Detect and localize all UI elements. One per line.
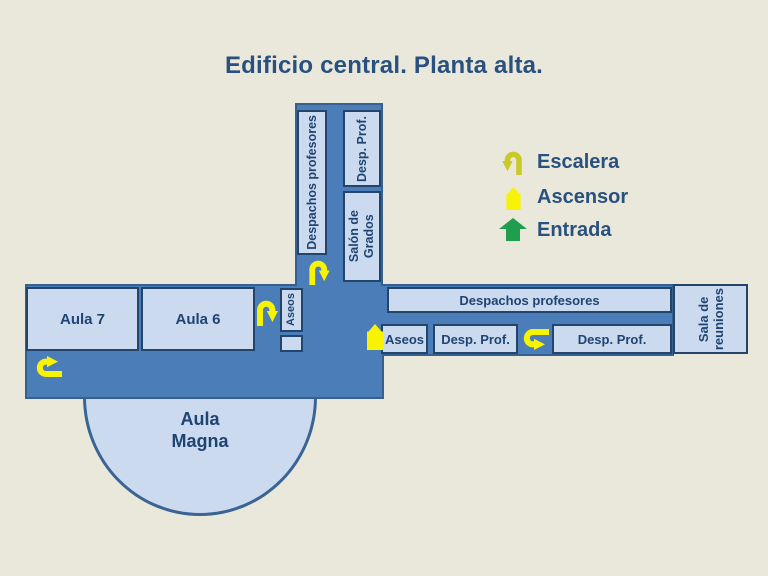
room-despachos-profesores-horizontal: Despachos profesores (387, 287, 672, 313)
room-label: Aseos (384, 331, 425, 347)
room-label-line: reuniones (710, 287, 726, 351)
room-aula-7: Aula 7 (26, 287, 139, 351)
room-label: Desp. Prof. (441, 331, 510, 347)
page-title: Edificio central. Planta alta. (224, 52, 544, 79)
room-label: Salón de Grados (347, 210, 377, 262)
room-despachos-profesores-vertical: Despachos profesores (297, 110, 327, 255)
stairs-arrow-icon (34, 356, 62, 378)
room-label: Aula (180, 409, 220, 429)
room-label-line: Grados (362, 214, 376, 259)
room-label: Aula 7 (59, 310, 105, 328)
room-label: Desp. Prof. (577, 331, 647, 347)
legend-label-escalera: Escalera (537, 151, 620, 173)
room-salon-de-grados: Salón de Grados (343, 191, 381, 282)
legend-label-entrada: Entrada (537, 219, 612, 241)
room-label: Aseos (285, 293, 297, 327)
room-sala-de-reuniones: Sala de reuniones (673, 284, 748, 354)
room-label-line: Salón de (347, 210, 361, 263)
room-label: Desp. Prof. (354, 115, 369, 182)
elevator-icon (367, 324, 383, 350)
room-desp-prof-2: Desp. Prof. (552, 324, 672, 354)
room-desp-prof-1: Desp. Prof. (433, 324, 518, 354)
room-aula-6: Aula 6 (141, 287, 255, 351)
room-desp-prof-vertical: Desp. Prof. (343, 110, 381, 187)
room-label: Magna (171, 431, 229, 451)
stairs-arrow-icon (308, 258, 330, 285)
stairs-arrow-icon (256, 297, 278, 327)
room-label: Aula 6 (175, 310, 221, 328)
room-label: Despachos profesores (459, 292, 600, 308)
room-label: Despachos profesores (304, 115, 319, 250)
stairs-arrow-icon (521, 328, 549, 350)
room-label: Sala de reuniones (696, 288, 726, 350)
room-small-unlabeled (280, 335, 303, 352)
room-aseos-left: Aseos (280, 288, 303, 332)
legend-label-ascensor: Ascensor (537, 186, 629, 208)
room-aseos-right: Aseos (381, 324, 428, 354)
room-label-line: Sala de (695, 296, 711, 342)
